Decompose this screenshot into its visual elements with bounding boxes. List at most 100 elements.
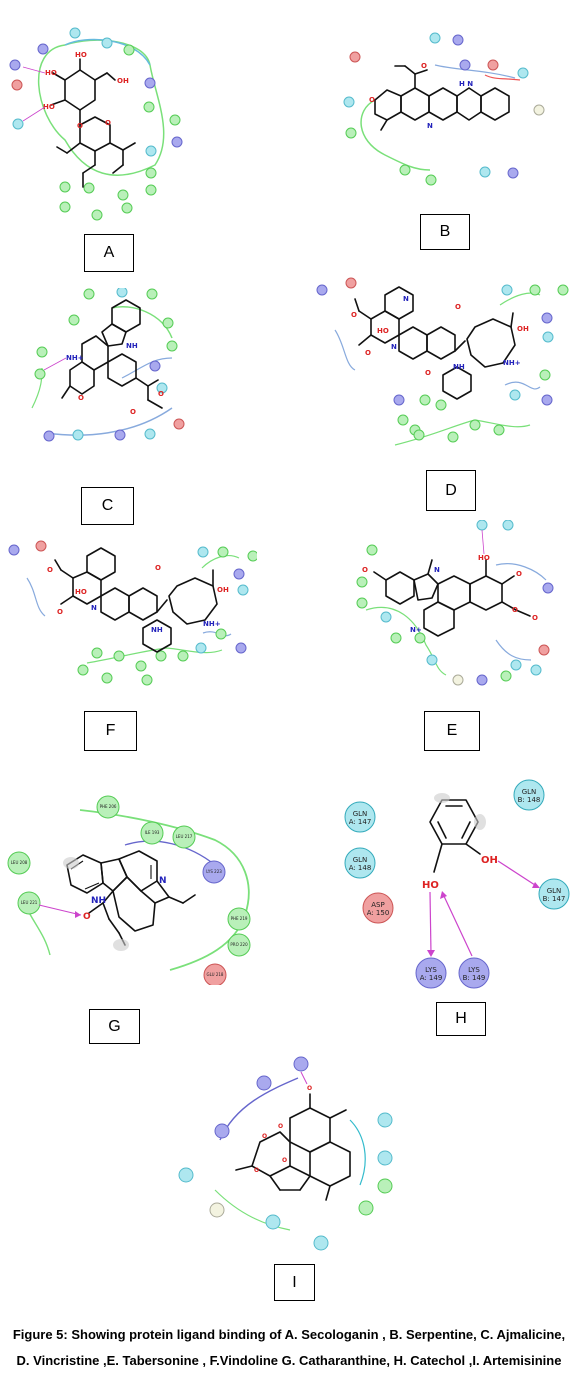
residue-id: B: 147 xyxy=(543,895,566,903)
svg-text:NH: NH xyxy=(126,342,138,350)
atom-nh: NH xyxy=(91,896,106,906)
residue-name: LYS xyxy=(425,966,437,974)
residue-id: A: 148 xyxy=(349,864,372,872)
residue-id: A: 147 xyxy=(349,818,372,826)
residue-label: GLU 218 xyxy=(207,972,224,977)
atom-o: O xyxy=(83,912,91,922)
residue-leu-221: LEU 221 xyxy=(17,891,41,915)
svg-text:O: O xyxy=(425,369,431,377)
residue-phe-206: PHE 206 xyxy=(96,795,120,819)
residue-lys-b149: LYS B: 149 xyxy=(458,957,490,989)
panel-d-label: D xyxy=(426,470,476,511)
svg-text:O: O xyxy=(262,1133,267,1140)
svg-text:HO: HO xyxy=(75,588,87,596)
residue-name: GLN xyxy=(547,887,562,895)
svg-text:HO: HO xyxy=(45,69,57,77)
residue-name: ASP xyxy=(371,901,384,909)
svg-text:NH: NH xyxy=(453,363,465,371)
residue-name: GLN xyxy=(353,810,368,818)
svg-text:OH: OH xyxy=(117,77,129,85)
panel-g-label: G xyxy=(89,1009,140,1044)
artemisinin-structure xyxy=(235,1093,351,1201)
residue-label: PHE 206 xyxy=(100,804,117,809)
svg-text:O: O xyxy=(516,570,522,578)
panel-b-label: B xyxy=(420,214,470,250)
svg-text:N: N xyxy=(434,566,440,574)
residue-name: LYS xyxy=(468,966,480,974)
residue-phe-219: PHE 219 xyxy=(227,907,251,931)
svg-text:O: O xyxy=(421,62,427,70)
svg-text:O: O xyxy=(105,119,111,127)
atom-ho: HO xyxy=(422,880,439,891)
residue-id: B: 149 xyxy=(463,974,486,982)
svg-text:O: O xyxy=(369,96,375,104)
atom-n: N xyxy=(159,876,167,886)
svg-text:N: N xyxy=(91,604,97,612)
panel-e-label: E xyxy=(424,711,480,751)
svg-text:N: N xyxy=(391,343,397,351)
residue-gln-a147: GLN A: 147 xyxy=(344,801,376,833)
svg-text:O: O xyxy=(57,608,63,616)
svg-text:HO: HO xyxy=(478,554,490,562)
svg-text:HO: HO xyxy=(75,51,87,59)
residue-id: B: 148 xyxy=(518,796,541,804)
figure-caption: Figure 5: Showing protein ligand binding… xyxy=(0,1322,578,1374)
svg-text:NH+: NH+ xyxy=(503,359,521,367)
atom-oh: OH xyxy=(481,855,498,866)
svg-text:O: O xyxy=(532,614,538,622)
caption-line-2: D. Vincristine ,E. Tabersonine , F.Vindo… xyxy=(16,1353,562,1368)
residue-leu-217: LEU 217 xyxy=(172,825,196,849)
residue-pro-220: PRO 220 xyxy=(227,933,251,957)
residue-label: LEU 221 xyxy=(21,900,38,905)
residue-gln-b148: GLN B: 148 xyxy=(513,779,545,811)
residue-name: GLN xyxy=(522,788,537,796)
residue-label: ILE 193 xyxy=(145,830,160,835)
svg-text:N: N xyxy=(427,122,433,130)
residue-leu-208: LEU 208 xyxy=(7,851,31,875)
residue-gln-b147: GLN B: 147 xyxy=(538,878,570,910)
svg-text:NH+: NH+ xyxy=(66,354,84,362)
svg-text:O: O xyxy=(158,390,164,398)
svg-text:OH: OH xyxy=(517,325,529,333)
residue-asp-a150: ASP A: 150 xyxy=(362,892,394,924)
panel-b-diagram: O O H N N xyxy=(335,30,550,195)
svg-text:O: O xyxy=(278,1123,283,1130)
svg-text:O: O xyxy=(512,606,518,614)
residue-glu-218: GLU 218 xyxy=(203,963,227,985)
svg-text:O: O xyxy=(282,1157,287,1164)
panel-c-label: C xyxy=(81,487,134,525)
svg-text:O: O xyxy=(254,1167,259,1174)
residue-label: PRO 220 xyxy=(230,942,248,947)
panel-f-label: F xyxy=(84,711,137,751)
residue-ile-193: ILE 193 xyxy=(140,821,164,845)
svg-text:N+: N+ xyxy=(410,626,422,634)
svg-text:OH: OH xyxy=(217,586,229,594)
svg-text:NH+: NH+ xyxy=(203,620,221,628)
svg-text:O: O xyxy=(307,1085,312,1092)
residue-label: PHE 219 xyxy=(231,916,248,921)
svg-text:O: O xyxy=(455,303,461,311)
caption-line-1: Figure 5: Showing protein ligand binding… xyxy=(12,1327,566,1342)
residue-label: LEU 217 xyxy=(176,834,193,839)
catechol-structure xyxy=(429,799,481,873)
catharanthine-structure xyxy=(66,850,196,946)
svg-text:O: O xyxy=(362,566,368,574)
panel-e-diagram: O HO O O O N N+ xyxy=(336,520,561,690)
residue-lys-a149: LYS A: 149 xyxy=(415,957,447,989)
residue-gln-a148: GLN A: 148 xyxy=(344,847,376,879)
svg-text:O: O xyxy=(130,408,136,416)
residue-id: A: 149 xyxy=(420,974,443,982)
panel-i-label: I xyxy=(274,1264,315,1301)
svg-text:O: O xyxy=(77,122,83,130)
svg-text:HO: HO xyxy=(377,327,389,335)
residue-label: LEU 208 xyxy=(11,860,28,865)
panel-h-diagram: GLN A: 147 GLN B: 148 GLN A: 148 ASP A: … xyxy=(330,770,575,1000)
svg-text:H N: H N xyxy=(459,80,473,88)
svg-text:O: O xyxy=(365,349,371,357)
residue-label: LYS 223 xyxy=(206,869,222,874)
residue-name: GLN xyxy=(353,856,368,864)
